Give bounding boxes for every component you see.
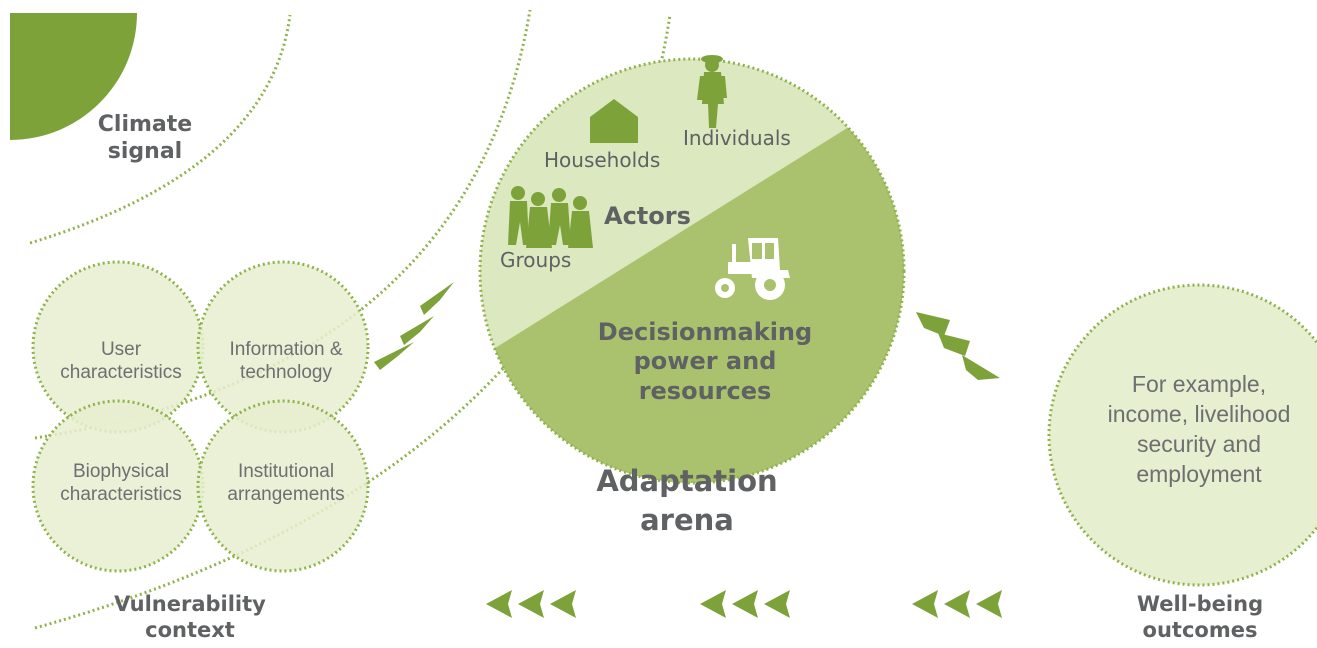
outcomes-example-line2: income, livelihood: [1107, 400, 1291, 427]
biophysical-label: Biophysical characteristics: [36, 460, 206, 506]
information-technology-line2: technology: [240, 362, 332, 384]
information-technology-label: Information & technology: [201, 338, 371, 384]
user-characteristics-label: User characteristics: [36, 338, 206, 384]
information-technology-circle: [196, 260, 370, 434]
vulnerability-context-line2: context: [145, 617, 235, 642]
actors-label: Actors: [604, 202, 691, 230]
groups-label: Groups: [500, 248, 572, 272]
outcomes-example-line1: For example,: [1131, 371, 1267, 397]
climate-signal-line1: Climate: [97, 112, 193, 137]
climate-signal-shape: [10, 13, 137, 140]
households-label: Households: [544, 148, 661, 172]
biophysical-line1: Biophysical: [72, 461, 170, 482]
information-technology-line1: Information &: [229, 339, 343, 360]
climate-signal-line2: signal: [107, 138, 183, 164]
adaptation-arena-line2: arena: [640, 503, 734, 538]
adaptation-arena-line1: Adaptation: [596, 464, 778, 498]
vulnerability-context-label: Vulnerability context: [90, 592, 290, 643]
user-characteristics-line1: User: [100, 339, 142, 360]
institutional-label: Institutional arrangements: [201, 460, 371, 506]
user-characteristics-line2: characteristics: [60, 362, 182, 384]
outcomes-example-line4: employment: [1136, 460, 1262, 487]
climate-arc-inner: [29, 14, 292, 245]
vulnerability-arc: [34, 9, 532, 440]
individuals-label: Individuals: [683, 126, 791, 150]
outcomes-example-line3: security and: [1136, 430, 1261, 457]
decisionmaking-label: Decisionmaking power and resources: [570, 318, 840, 406]
well-being-outcomes-label: Well-being outcomes: [1100, 592, 1300, 643]
decisionmaking-line3: resources: [638, 376, 772, 405]
institutional-line1: Institutional: [237, 461, 335, 482]
biophysical-line2: characteristics: [60, 484, 182, 506]
vulnerability-context-line1: Vulnerability: [114, 592, 266, 616]
adaptation-arena-label: Adaptation arena: [562, 462, 812, 540]
decisionmaking-line1: Decisionmaking: [597, 318, 813, 346]
institutional-line2: arrangements: [227, 484, 345, 506]
climate-signal-label: Climate signal: [70, 112, 220, 166]
well-being-outcomes-line2: outcomes: [1142, 617, 1258, 642]
group-people-icon: [508, 186, 593, 248]
institutional-circle: [196, 399, 370, 573]
arena-to-outcomes-arrows: [916, 312, 1000, 380]
outcomes-example-text: For example, income, livelihood security…: [1064, 370, 1317, 490]
vulnerability-circles: [31, 260, 370, 573]
outcomes-circle: [1047, 283, 1317, 587]
arrow-chevrons-icon: [374, 282, 454, 370]
feedback-arrows: [486, 590, 1002, 618]
well-being-outcomes-line1: Well-being: [1136, 592, 1264, 616]
decisionmaking-line2: power and: [633, 347, 777, 376]
farmer-icon: [697, 55, 727, 128]
house-icon: [590, 99, 638, 143]
